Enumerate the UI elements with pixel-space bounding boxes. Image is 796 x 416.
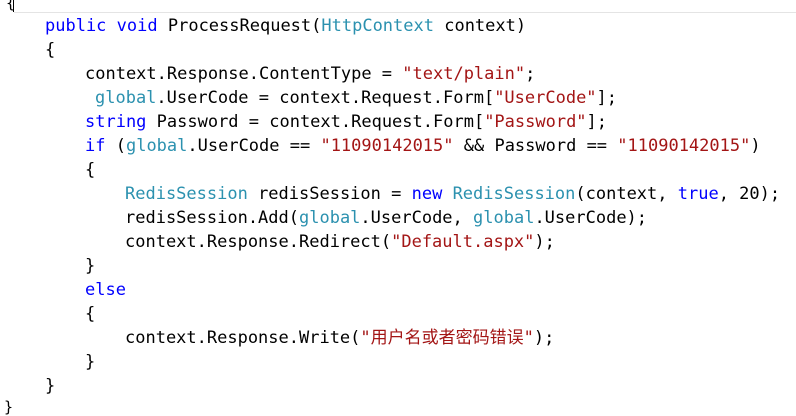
code-token-plain: } [85, 256, 96, 276]
code-token-plain [442, 184, 452, 204]
code-token-keyword: true [677, 184, 719, 204]
top-divider [14, 12, 796, 13]
code-token-plain: ]; [596, 88, 618, 108]
outer-close-brace: } [4, 398, 14, 416]
code-token-keyword: if [85, 136, 106, 156]
code-token-plain: } [85, 352, 96, 372]
code-line-14[interactable]: context.Response.Write("用户名或者密码错误"); [125, 326, 554, 350]
code-token-type: global [125, 136, 188, 156]
code-token-plain: .UserCode, [360, 208, 474, 228]
code-token-plain: .UserCode); [534, 208, 648, 228]
code-line-5[interactable]: string Password = context.Request.Form["… [85, 110, 607, 134]
code-token-plain: Password = context.Request.Form[ [146, 112, 485, 132]
code-token-type: HttpContext [321, 16, 434, 36]
outer-open-brace: { [6, 0, 16, 12]
code-line-16[interactable]: } [45, 374, 55, 398]
code-token-string: "text/plain" [402, 64, 526, 84]
code-token-plain: redisSession = [247, 184, 412, 204]
code-line-8[interactable]: RedisSession redisSession = new RedisSes… [125, 182, 780, 206]
code-token-plain: { [85, 304, 96, 324]
code-token-plain: ProcessRequest( [157, 16, 322, 36]
code-token-keyword: new [411, 184, 443, 204]
code-token-keyword: else [85, 280, 126, 300]
code-token-plain [106, 16, 116, 36]
code-line-12[interactable]: else [85, 278, 126, 302]
code-token-plain: ]; [586, 112, 608, 132]
code-token-string: "Default.aspx" [391, 232, 535, 252]
code-token-plain: ); [533, 328, 555, 348]
code-token-keyword: void [116, 16, 158, 36]
code-token-plain: ( [105, 136, 126, 156]
code-line-13[interactable]: { [85, 302, 95, 326]
code-token-type: RedisSession [125, 184, 248, 204]
code-token-keyword: string [85, 112, 147, 132]
code-token-type: global [473, 208, 535, 228]
code-token-plain: context.Response.Write( [125, 328, 361, 348]
code-token-string: "11090142015" [320, 136, 454, 156]
code-token-plain: , 20); [718, 184, 781, 204]
code-token-type: RedisSession [452, 184, 576, 204]
code-token-plain: ) [750, 136, 761, 156]
code-token-plain: { [45, 40, 56, 60]
code-token-plain: .UserCode == [187, 136, 321, 156]
code-token-string: "Password" [484, 112, 587, 132]
code-token-string: "UserCode" [494, 88, 597, 108]
code-token-plain: .UserCode = context.Request.Form[ [156, 88, 495, 108]
code-token-plain: } [45, 376, 56, 396]
code-line-1[interactable]: public void ProcessRequest(HttpContext c… [45, 14, 526, 38]
code-token-string: "11090142015" [617, 136, 751, 156]
code-line-9[interactable]: redisSession.Add(global.UserCode, global… [125, 206, 647, 230]
code-line-2[interactable]: { [45, 38, 55, 62]
code-line-4[interactable]: global.UserCode = context.Request.Form["… [95, 86, 617, 110]
code-token-plain: ); [534, 232, 555, 252]
code-token-type: global [95, 88, 157, 108]
code-line-10[interactable]: context.Response.Redirect("Default.aspx"… [125, 230, 555, 254]
code-line-6[interactable]: if (global.UserCode == "11090142015" && … [85, 134, 761, 158]
code-line-3[interactable]: context.Response.ContentType = "text/pla… [85, 62, 535, 86]
code-token-plain: && Password == [453, 136, 618, 156]
code-token-plain: (context, [575, 184, 678, 204]
code-token-plain: context.Response.ContentType = [85, 64, 403, 84]
code-line-15[interactable]: } [85, 350, 95, 374]
code-token-plain: ; [525, 64, 536, 84]
code-line-7[interactable]: { [85, 158, 95, 182]
code-token-plain: { [85, 160, 96, 180]
code-token-type: global [299, 208, 361, 228]
code-token-plain: context) [433, 16, 527, 36]
code-token-keyword: public [45, 16, 107, 36]
text-cursor [13, 0, 14, 12]
code-token-plain: redisSession.Add( [125, 208, 299, 228]
code-token-string: "用户名或者密码错误" [360, 328, 534, 348]
code-line-11[interactable]: } [85, 254, 95, 278]
code-token-plain: context.Response.Redirect( [125, 232, 392, 252]
